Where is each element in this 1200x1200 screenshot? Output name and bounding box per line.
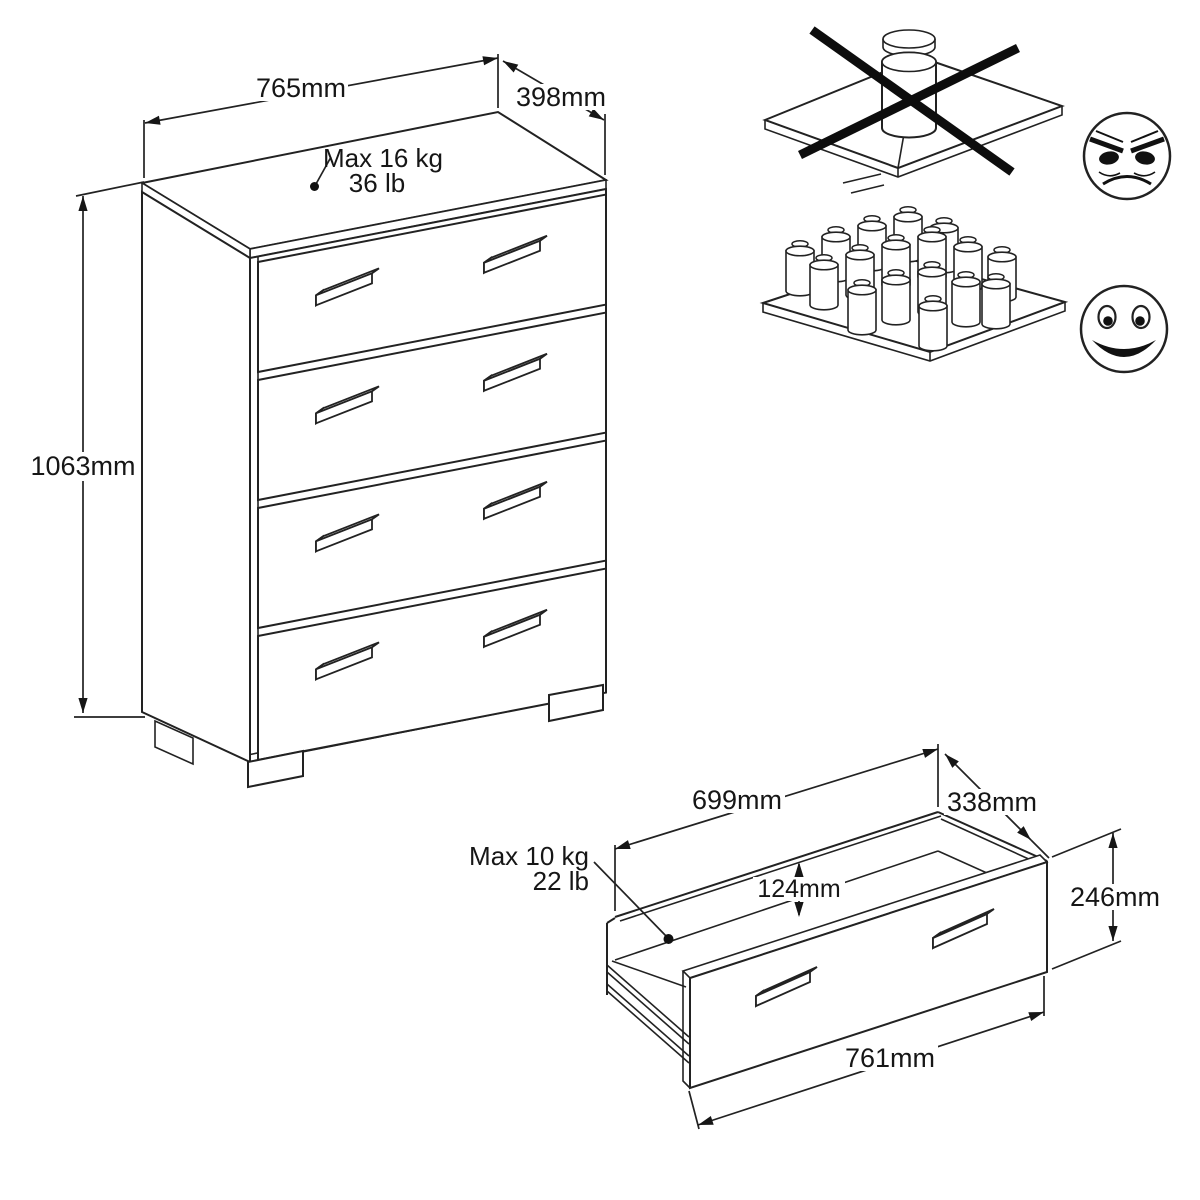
weight-body-top-rim (881, 51, 937, 73)
drawer-handle (315, 272, 373, 307)
distributed-load-figure (759, 206, 1169, 374)
arrowhead (615, 840, 631, 849)
chest-right-foot (548, 683, 604, 723)
arrowhead (588, 108, 604, 120)
arrowhead (794, 862, 804, 877)
drawer-front-handles (755, 908, 995, 1008)
chest-of-drawers-figure (139, 110, 609, 789)
small-weight (847, 279, 877, 336)
chest-max-load-line1: Max 16 kg (323, 143, 443, 173)
small-weight (918, 295, 948, 352)
drawer-max-load-line2: 22 lb (533, 866, 589, 896)
arrowhead (698, 1115, 714, 1125)
drawer-handle (932, 912, 988, 950)
flat-board-thickness (762, 302, 1066, 362)
drawer-inner-width-label: 699mm (692, 785, 782, 815)
chest-drawer-front-4 (257, 567, 607, 762)
arrowhead (945, 754, 959, 768)
prohibition-cross-icon (798, 26, 1020, 176)
arrowhead (1028, 1012, 1044, 1022)
arrowhead (503, 61, 519, 73)
drawer-max-load-dot (663, 934, 674, 944)
weight-cap-top (882, 29, 936, 49)
open-drawer-figure (606, 811, 1049, 1090)
drawer-left-end (606, 917, 616, 995)
arrowhead (78, 698, 88, 713)
small-weight (809, 254, 839, 311)
chest-width-label: 765mm (256, 73, 346, 103)
distributed-weights (785, 206, 1017, 352)
chest-drawer-front-1 (257, 193, 607, 374)
chest-max-load-dot (310, 182, 319, 191)
chest-height-label: 1063mm (30, 451, 135, 481)
arrowhead (794, 902, 804, 917)
small-weight (881, 269, 911, 326)
drawer-max-load-line1: Max 10 kg (469, 841, 589, 871)
chest-side-panel (141, 190, 251, 764)
chest-left-foot (247, 749, 304, 789)
arrowhead (1108, 926, 1118, 941)
drawer-back-wall-top-inner (619, 815, 942, 922)
dimension-arrowheads (78, 56, 1118, 1125)
arrowhead (145, 115, 161, 125)
drawer-front-panel (689, 860, 1048, 1090)
stress-marks (842, 173, 885, 194)
arrowhead (922, 749, 938, 758)
drawer-floor-left-edge (611, 960, 687, 988)
drawer-handle (755, 970, 811, 1008)
dimension-annotations: 765mm 398mm 1063mm Max 16 kg 36 lb 699mm… (29, 54, 1166, 1130)
drawer-handle (315, 646, 373, 681)
single-heavy-weight (881, 29, 937, 139)
arrowhead (482, 56, 498, 66)
chest-max-load-leader (315, 156, 332, 185)
small-weight (981, 273, 1011, 330)
chest-drawer-front-2 (257, 311, 607, 502)
drawer-handle (315, 518, 373, 553)
drawer-max-load-leader (593, 861, 668, 938)
drawer-right-wall-inner (940, 818, 1045, 867)
chest-back-foot (154, 719, 194, 766)
drawer-slide-rails (606, 964, 690, 1064)
drawer-handle (483, 613, 541, 649)
arrowhead (78, 196, 88, 211)
drawer-handle (315, 390, 373, 425)
drawer-handle (483, 357, 541, 393)
board-thickness (764, 106, 1063, 178)
drawer-front-height-label: 246mm (1070, 882, 1160, 912)
chest-drawer-fronts (257, 193, 607, 762)
drawer-right-wall-top (937, 811, 1048, 862)
angry-face-icon (1082, 111, 1172, 201)
arrowhead (1017, 826, 1031, 840)
drawer-handle (483, 485, 541, 521)
drawer-inner-depth-label: 338mm (947, 787, 1037, 817)
drawer-front-width-label: 761mm (845, 1043, 935, 1073)
drawer-handle (483, 239, 541, 275)
warning-concentrated-load-figure (762, 26, 1172, 201)
chest-depth-label: 398mm (516, 82, 606, 112)
small-weight (951, 271, 981, 328)
drawer-back-wall-top (614, 811, 939, 918)
drawer-inner-height-label: 124mm (757, 875, 840, 903)
drawer-front-left-edge (682, 971, 691, 1089)
chest-drawer-front-3 (257, 439, 607, 630)
chest-max-load-line2: 36 lb (349, 168, 405, 198)
arrowhead (1108, 833, 1118, 848)
happy-face-icon (1079, 284, 1169, 374)
